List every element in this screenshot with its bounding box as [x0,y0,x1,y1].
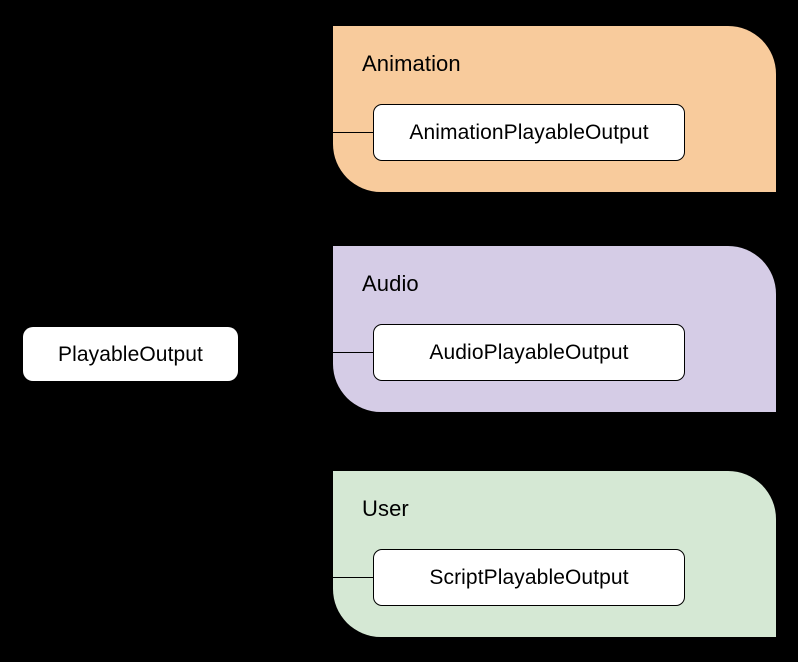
node-audio-playable-output[interactable]: AudioPlayableOutput [373,324,685,381]
node-animation-playable-output-label: AnimationPlayableOutput [409,121,649,144]
node-script-playable-output-label: ScriptPlayableOutput [429,566,629,589]
group-user-title: User [362,496,409,521]
group-audio[interactable]: Audio AudioPlayableOutput [333,246,776,412]
group-animation[interactable]: Animation AnimationPlayableOutput [333,26,776,192]
group-user[interactable]: User ScriptPlayableOutput [333,471,776,637]
node-animation-playable-output[interactable]: AnimationPlayableOutput [373,104,685,161]
connector-audio [333,352,374,353]
node-audio-playable-output-label: AudioPlayableOutput [429,341,629,364]
group-animation-title: Animation [362,51,461,76]
connector-animation [333,132,374,133]
node-script-playable-output[interactable]: ScriptPlayableOutput [373,549,685,606]
node-playable-output-label: PlayableOutput [58,342,203,366]
group-audio-title: Audio [362,271,419,296]
connector-user [333,577,374,578]
node-playable-output[interactable]: PlayableOutput [23,327,238,381]
